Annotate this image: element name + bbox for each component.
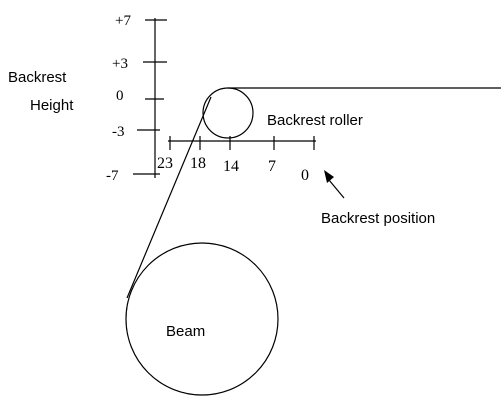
height-label-p7: +7 xyxy=(115,13,131,29)
position-label-7: 7 xyxy=(268,158,276,175)
position-label-0: 0 xyxy=(301,167,309,184)
backrest-position-label: Backrest position xyxy=(321,210,435,227)
backrest-position-arrowhead xyxy=(324,170,334,183)
backrest-position-arrow-shaft xyxy=(328,179,345,199)
height-label-m7: -7 xyxy=(106,168,119,184)
backrest-roller-label: Backrest roller xyxy=(267,112,363,129)
position-label-23: 23 xyxy=(157,155,173,172)
beam-label: Beam xyxy=(166,323,205,340)
backrest-roller-circle xyxy=(202,87,254,139)
beam-circle xyxy=(125,242,279,396)
position-label-18: 18 xyxy=(190,155,206,172)
height-label-m3: -3 xyxy=(112,124,125,140)
warp-line-beam-to-roller xyxy=(126,96,212,299)
backrest-height-title-line1: Backrest xyxy=(8,69,67,86)
height-label-0: 0 xyxy=(116,88,124,104)
backrest-height-title-line2: Height xyxy=(30,97,74,114)
height-label-p3: +3 xyxy=(112,56,128,72)
position-label-14: 14 xyxy=(223,158,239,175)
